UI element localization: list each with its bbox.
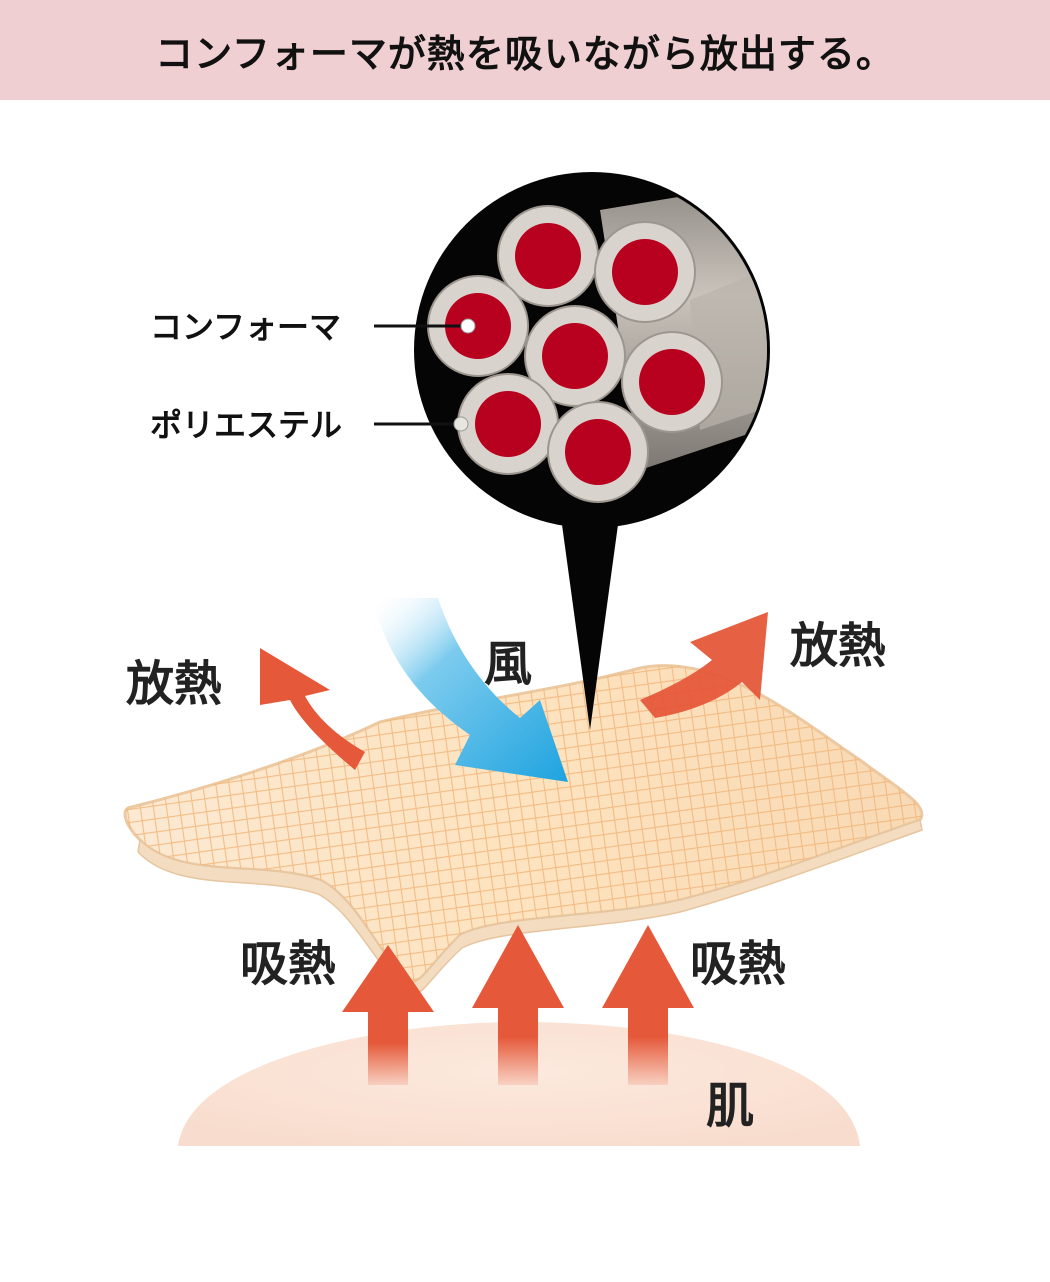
fiber-core-7 — [565, 419, 631, 485]
absorb-label-left: 吸熱 — [240, 936, 336, 992]
fiber-core-4 — [542, 323, 608, 389]
heat-absorb-arrows — [342, 925, 694, 1085]
core-label: コンフォーマ — [150, 308, 341, 346]
fiber-core-1 — [515, 223, 581, 289]
heat-release-arrow-right — [640, 612, 768, 718]
absorb-arrow-1 — [342, 945, 434, 1085]
release-label-right: 放熱 — [790, 618, 886, 674]
sheath-label: ポリエステル — [150, 406, 342, 444]
skin-label: 肌 — [706, 1078, 754, 1134]
wind-arrow — [372, 598, 568, 782]
page-title: コンフォーマが熱を吸いながら放出する。 — [155, 31, 895, 76]
fiber-bundle — [427, 205, 723, 503]
heat-release-arrow-left — [260, 648, 365, 770]
absorb-label-right: 吸熱 — [690, 936, 786, 992]
absorb-arrow-3 — [602, 925, 694, 1085]
fiber-core-5 — [639, 349, 705, 415]
fiber-core-2 — [612, 239, 678, 305]
fiber-core-3 — [445, 293, 511, 359]
header-banner: コンフォーマが熱を吸いながら放出する。 — [0, 0, 1050, 100]
absorb-arrow-2 — [472, 925, 564, 1085]
wind-label: 風 — [484, 636, 532, 692]
leader-lines — [374, 318, 476, 432]
fiber-core-6 — [475, 391, 541, 457]
release-label-left: 放熱 — [126, 656, 222, 712]
fiber-magnifier — [414, 172, 770, 730]
